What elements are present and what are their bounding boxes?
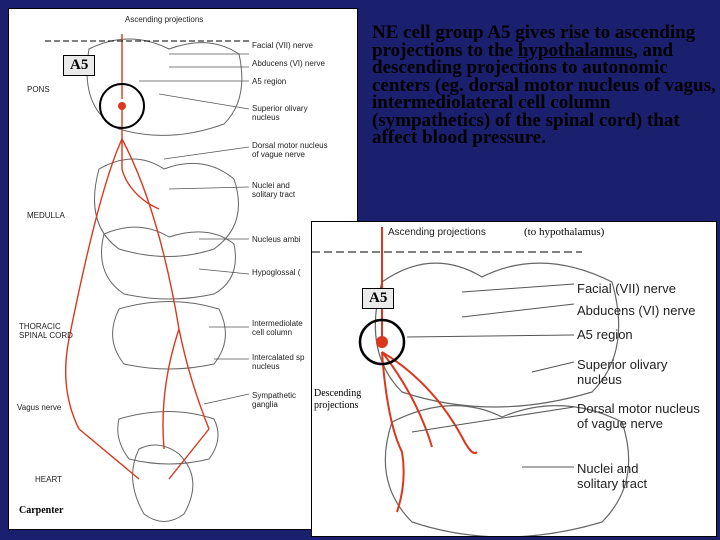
cardiac-branches (78, 428, 210, 480)
medulla-zoom-section (384, 405, 630, 536)
descending-zoom-2 (381, 351, 478, 454)
right-label-abducens: Abducens (VI) nerve (577, 303, 696, 318)
a5-zoom-cell-cluster (376, 336, 388, 348)
right-label-a5-region: A5 region (577, 327, 633, 342)
left-label-intercalated: Intercalated sp (252, 353, 305, 362)
left-label-abducens: Abducens (VI) nerve (252, 59, 325, 68)
left-label-nuclei-and: Nuclei and (252, 181, 290, 190)
left-diagram-drawing (45, 34, 250, 522)
left-label-cell-column: cell column (252, 328, 293, 337)
left-label-ambiguus: Nucleus ambi (252, 235, 301, 244)
right-label-nucleus: nucleus (577, 372, 622, 387)
vagus-nerve-label: Vagus nerve (17, 403, 62, 412)
to-hypothalamus-label: (to hypothalamus) (524, 226, 605, 238)
left-label-intercalated-nucleus: nucleus (252, 362, 280, 371)
right-top-label: Ascending projections (388, 227, 486, 238)
left-label-facial: Facial (VII) nerve (252, 41, 313, 50)
left-label-vague: of vague nerve (252, 150, 305, 159)
vagus-path-left (65, 138, 123, 430)
right-label-nuclei-and: Nuclei and (577, 461, 639, 476)
right-label-superior-olivary: Superior olivary (577, 357, 668, 372)
pons-label: PONS (27, 85, 50, 94)
right-zoom-panel: Ascending projections (to hypothalamus) … (311, 221, 717, 537)
a5-highlight-circle (99, 83, 145, 129)
left-diagram-panel: Ascending projections PONS MEDULLA THORA… (8, 8, 358, 530)
left-label-sympathetic: Sympathetic (252, 391, 297, 400)
left-label-hypoglossal: Hypoglossal ( (252, 268, 301, 277)
right-a5-box: A5 (362, 288, 395, 309)
left-label-a5-region: A5 region (252, 77, 287, 86)
sympathetic-path-right (121, 138, 210, 430)
right-label-solitary: solitary tract (577, 476, 648, 491)
ganglia-section (117, 411, 219, 465)
descending-label-1: Descending (314, 388, 362, 399)
thoracic-spinal-section (112, 301, 226, 370)
medulla-section-2 (101, 226, 236, 300)
right-label-dmn: Dorsal motor nucleus (577, 401, 700, 416)
descending-label-2: projections (314, 400, 359, 411)
credit-label: Carpenter (19, 505, 64, 516)
descending-zoom-3 (381, 351, 433, 448)
left-label-nucleus: nucleus (252, 113, 280, 122)
left-top-label: Ascending projections (125, 15, 204, 24)
right-label-vague: of vague nerve (577, 416, 664, 431)
descending-zoom-1 (381, 351, 405, 513)
caption-text: NE cell group A5 gives rise to ascending… (372, 22, 716, 148)
to-heart-path (162, 328, 180, 450)
heart-shape (132, 444, 194, 522)
left-label-dmn: Dorsal motor nucleus (252, 141, 328, 150)
a5-cell-cluster (118, 102, 126, 110)
medulla-label: MEDULLA (27, 211, 65, 220)
left-label-intermediolateral: Intermediolate (252, 319, 303, 328)
pons-zoom-section (374, 262, 620, 408)
left-label-ganglia: ganglia (252, 400, 278, 409)
spinal-cord-label: SPINAL CORD (19, 331, 73, 340)
right-label-facial: Facial (VII) nerve (577, 281, 676, 296)
medulla-section-1 (94, 158, 239, 257)
right-diagram-drawing (312, 227, 630, 536)
left-label-superior-olivary: Superior olivary (252, 104, 308, 113)
left-a5-box: A5 (63, 55, 96, 76)
thoracic-label: THORACIC (19, 322, 61, 331)
hypothalamus-term: hypothalamus (517, 39, 633, 61)
left-label-solitary: solitary tract (252, 190, 296, 199)
heart-label: HEART (35, 475, 62, 484)
a5-zoom-highlight-circle (358, 318, 406, 366)
